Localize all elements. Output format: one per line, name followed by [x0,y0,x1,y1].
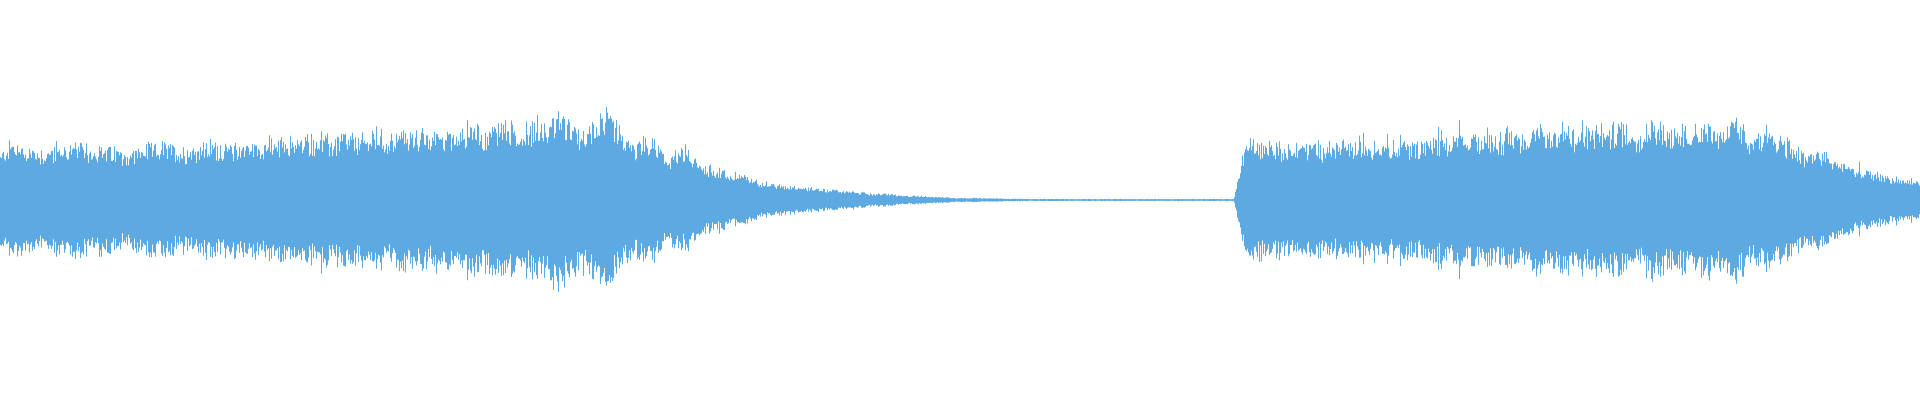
waveform-bars [0,107,1920,292]
waveform-path [0,107,1920,292]
